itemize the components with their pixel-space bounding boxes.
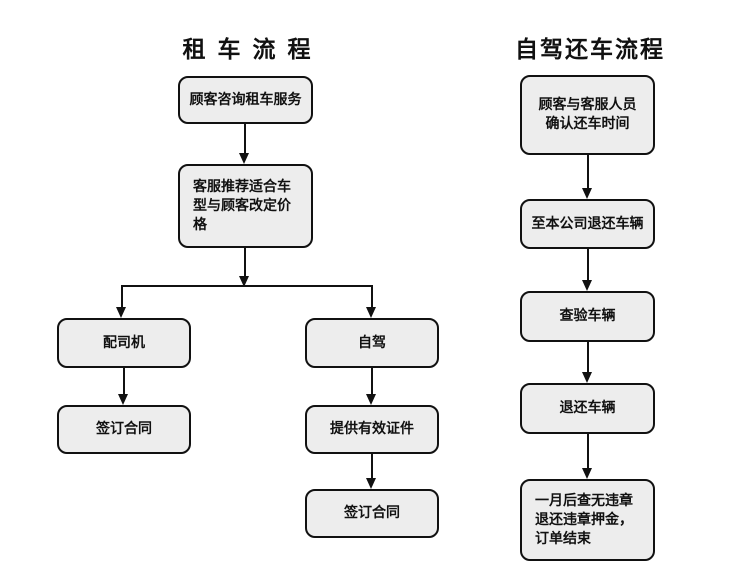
node-deposit-refund-order-end: 一月后查无违章 退还违章押金， 订单结束	[520, 479, 655, 561]
arrowhead-icon	[582, 188, 592, 199]
arrow-line	[587, 342, 589, 372]
arrow-line	[244, 124, 246, 153]
rental-flow-title: 租 车 流 程	[182, 36, 313, 63]
arrowhead-icon	[118, 394, 128, 405]
node-with-driver: 配司机	[57, 318, 191, 368]
node-confirm-return-time: 顾客与客服人员 确认还车时间	[520, 75, 655, 155]
arrowhead-icon	[239, 153, 249, 164]
node-return-vehicle: 退还车辆	[520, 383, 655, 434]
arrow-line	[244, 248, 246, 276]
arrow-line	[123, 368, 125, 394]
arrowhead-icon	[366, 394, 376, 405]
arrowhead-icon	[239, 276, 249, 287]
arrow-line	[371, 287, 373, 307]
arrow-line	[587, 434, 589, 468]
arrow-line	[371, 368, 373, 394]
node-sign-contract-driver: 签订合同	[57, 405, 191, 454]
arrow-line	[587, 249, 589, 280]
node-sign-contract-self-drive: 签订合同	[305, 489, 439, 538]
arrow-line	[121, 287, 123, 307]
arrow-line	[371, 454, 373, 478]
arrowhead-icon	[582, 468, 592, 479]
node-provide-valid-documents: 提供有效证件	[305, 405, 439, 454]
arrowhead-icon	[366, 307, 376, 318]
arrowhead-icon	[582, 280, 592, 291]
branch-connector-line	[121, 285, 373, 287]
node-self-drive: 自驾	[305, 318, 439, 368]
arrowhead-icon	[366, 478, 376, 489]
arrow-line	[587, 155, 589, 188]
node-return-to-company: 至本公司退还车辆	[520, 199, 655, 249]
node-customer-inquiry: 顾客咨询租车服务	[178, 76, 313, 124]
arrowhead-icon	[116, 307, 126, 318]
arrowhead-icon	[582, 372, 592, 383]
return-flow-title: 自驾还车流程	[515, 36, 665, 63]
node-inspect-vehicle: 查验车辆	[520, 291, 655, 342]
node-recommend-model-price: 客服推荐适合车 型与顾客改定价 格	[178, 164, 313, 248]
